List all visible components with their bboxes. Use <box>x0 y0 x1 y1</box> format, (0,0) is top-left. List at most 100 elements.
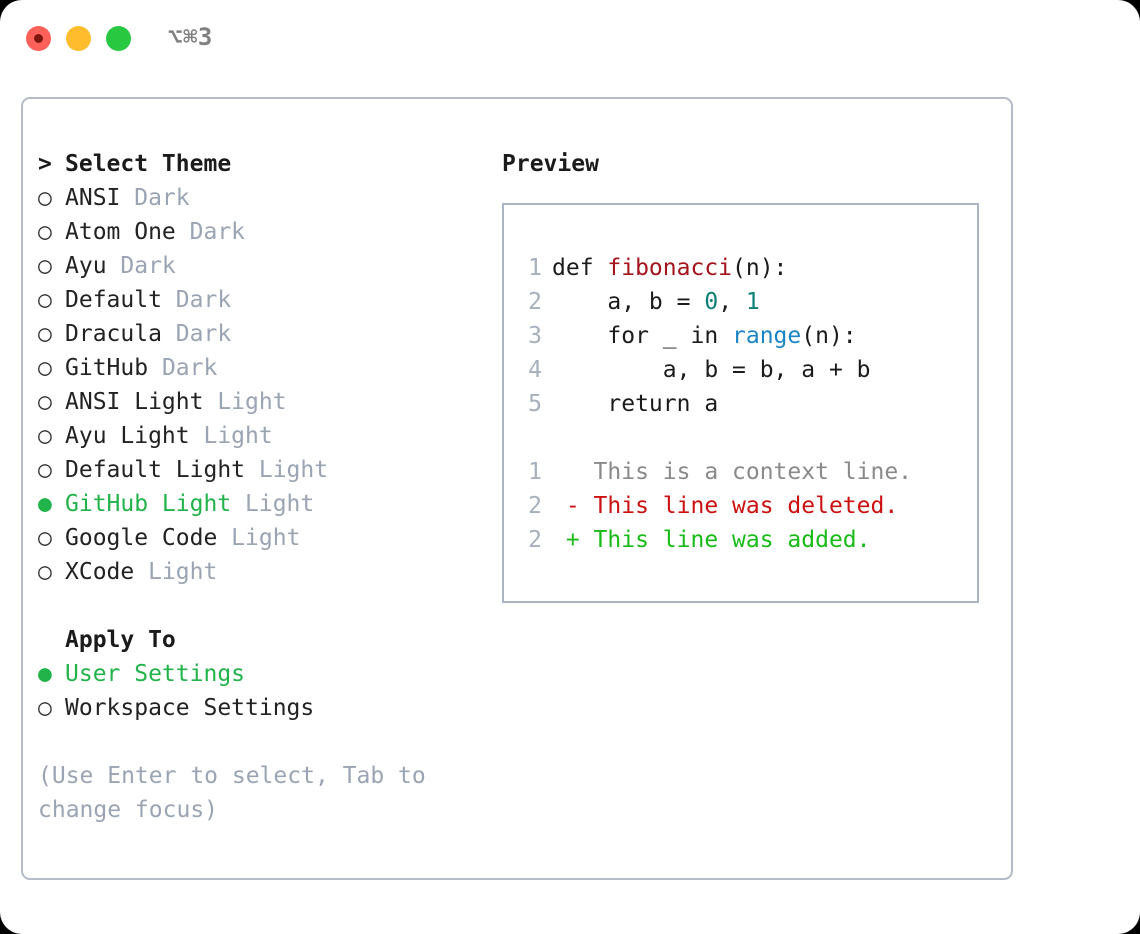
theme-option-7[interactable]: ○ Ayu Light Light <box>38 419 488 453</box>
theme-option-label: Ayu Light <box>65 423 190 449</box>
zoom-button-icon[interactable] <box>106 26 131 51</box>
code-token-num: 1 <box>745 289 760 315</box>
diff-line-text: - This line was deleted. <box>552 493 899 519</box>
radio-unselected-icon: ○ <box>38 525 52 551</box>
diff-line-number: 2 <box>528 527 542 553</box>
code-line-number: 1 <box>528 255 542 281</box>
diff-line-number: 2 <box>528 493 542 519</box>
theme-option-8[interactable]: ○Default Light Light <box>38 453 488 487</box>
apply-to-option-label: User Settings <box>65 661 246 687</box>
theme-option-1[interactable]: ○Atom One Dark <box>38 215 488 249</box>
theme-option-5[interactable]: ○ GitHub Dark <box>38 351 488 385</box>
apply-to-option-list: ● User Settings ○ Workspace Settings <box>38 657 488 725</box>
theme-option-label: Google Code <box>65 525 218 551</box>
preview-header-label: Preview <box>502 151 599 177</box>
code-token-plain: a, b = b, a + b <box>552 357 871 383</box>
radio-unselected-icon: ○ <box>38 321 52 347</box>
code-line: 5 return a <box>518 387 912 421</box>
caret-icon: > <box>38 151 52 177</box>
diff-line-del: 2 - This line was deleted. <box>518 489 912 523</box>
theme-option-label: ANSI Light <box>65 389 204 415</box>
theme-option-11[interactable]: ○XCode Light <box>38 555 488 589</box>
theme-option-badge: Light <box>217 525 301 551</box>
theme-option-label: Atom One <box>65 219 176 245</box>
close-button-icon[interactable] <box>26 26 51 51</box>
diff-line-number: 1 <box>528 459 542 485</box>
theme-option-badge: Light <box>134 559 218 585</box>
radio-selected-icon: ● <box>38 661 52 687</box>
diff-line-add: 2 + This line was added. <box>518 523 912 557</box>
theme-option-label: Ayu <box>65 253 107 279</box>
code-line: 1 def fibonacci(n): <box>518 251 912 285</box>
radio-unselected-icon: ○ <box>38 355 52 381</box>
radio-unselected-icon: ○ <box>38 253 52 279</box>
code-token-call: range <box>732 323 802 349</box>
recording-indicator-icon <box>34 34 43 43</box>
theme-option-4[interactable]: ○ Dracula Dark <box>38 317 488 351</box>
diff-line-text: This is a context line. <box>552 459 913 485</box>
theme-option-label: Default <box>65 287 162 313</box>
theme-option-badge: Dark <box>106 253 176 279</box>
radio-unselected-icon: ○ <box>38 185 52 211</box>
minimize-button-icon[interactable] <box>66 26 91 51</box>
theme-option-badge: Light <box>189 423 273 449</box>
code-blank-line <box>518 421 912 455</box>
radio-unselected-icon: ○ <box>38 695 52 721</box>
code-line-number: 3 <box>528 323 542 349</box>
theme-option-0[interactable]: ○ ANSI Dark <box>38 181 488 215</box>
apply-to-header-label: Apply To <box>65 627 176 653</box>
apply-to-option-0[interactable]: ● User Settings <box>38 657 488 691</box>
theme-option-list: ○ANSI Dark○Atom One Dark○Ayu Dark○Defaul… <box>38 181 488 589</box>
theme-selector-column: >Select Theme ○ANSI Dark○Atom One Dark○A… <box>38 147 488 827</box>
theme-option-label: XCode <box>65 559 135 585</box>
apply-to-option-label: Workspace Settings <box>65 695 315 721</box>
theme-option-badge: Dark <box>148 355 218 381</box>
shortcut-label: ⌥⌘3 <box>168 23 213 51</box>
theme-option-label: ANSI <box>65 185 121 211</box>
keyboard-hint-text: (Use Enter to select, Tab to change focu… <box>38 763 426 823</box>
theme-option-badge: Dark <box>161 287 232 313</box>
theme-option-badge: Dark <box>175 219 246 245</box>
theme-option-badge: Light <box>203 389 287 415</box>
theme-option-label: GitHub <box>65 355 149 381</box>
code-token-plain: (n): <box>732 255 788 281</box>
code-token-plain: for _ in <box>552 323 733 349</box>
code-token-num: 0 <box>704 289 719 315</box>
select-theme-header-label: Select Theme <box>65 151 232 177</box>
code-line-number: 4 <box>528 357 542 383</box>
apply-to-header: Apply To <box>38 623 488 657</box>
main-panel: >Select Theme ○ANSI Dark○Atom One Dark○A… <box>21 97 1013 880</box>
theme-option-label: Dracula <box>65 321 162 347</box>
theme-option-3[interactable]: ○ Default Dark <box>38 283 488 317</box>
theme-option-9[interactable]: ●GitHub Light Light <box>38 487 488 521</box>
code-token-plain: (n): <box>801 323 857 349</box>
theme-option-2[interactable]: ○ Ayu Dark <box>38 249 488 283</box>
section-spacer <box>38 589 488 623</box>
radio-unselected-icon: ○ <box>38 457 52 483</box>
select-theme-header: > Select Theme <box>38 147 488 181</box>
theme-option-badge: Light <box>245 457 329 483</box>
preview-header: Preview <box>502 147 1002 181</box>
code-token-plain: , <box>718 289 746 315</box>
code-line: 4 a, b = b, a + b <box>518 353 912 387</box>
code-line: 2 a, b = 0, 1 <box>518 285 912 319</box>
apply-to-option-1[interactable]: ○ Workspace Settings <box>38 691 488 725</box>
code-line-number: 2 <box>528 289 542 315</box>
diff-line-ctx: 1 This is a context line. <box>518 455 912 489</box>
theme-option-badge: Dark <box>161 321 232 347</box>
radio-unselected-icon: ○ <box>38 423 52 449</box>
theme-option-badge: Dark <box>120 185 190 211</box>
code-token-func: fibonacci <box>607 255 733 281</box>
code-line: 3 for _ in range(n): <box>518 319 912 353</box>
radio-unselected-icon: ○ <box>38 287 52 313</box>
code-line-number: 5 <box>528 391 542 417</box>
theme-option-badge: Light <box>231 491 315 517</box>
code-token-plain: a, b = <box>552 289 705 315</box>
theme-option-10[interactable]: ○ Google Code Light <box>38 521 488 555</box>
theme-option-6[interactable]: ○ANSI Light Light <box>38 385 488 419</box>
code-token-plain: def <box>552 255 608 281</box>
